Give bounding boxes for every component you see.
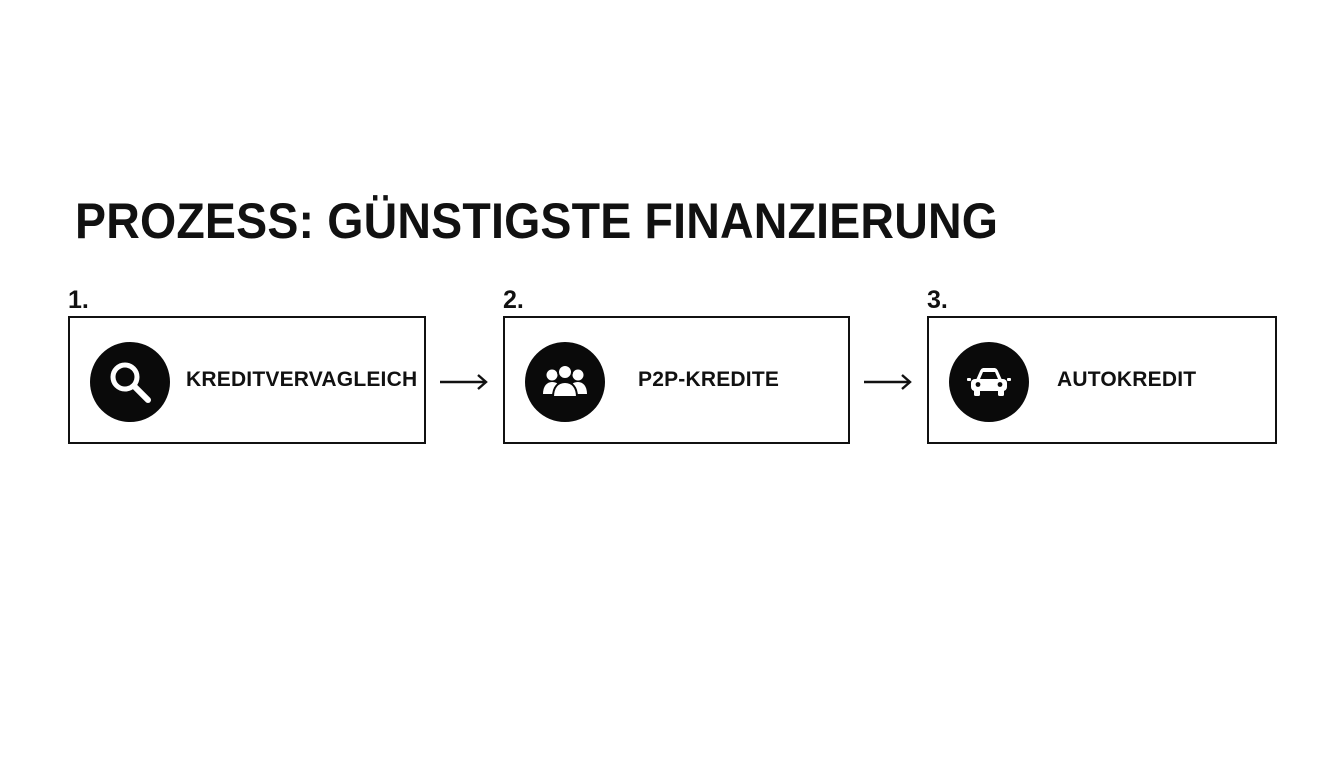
step-number-2: 2. [503,286,524,314]
step-number-1: 1. [68,286,89,314]
people-group-icon [525,342,605,422]
step-label-1: KREDITVERVAGLEICH [186,368,418,391]
step-label-2: P2P-KREDITE [638,368,780,391]
step-number-3: 3. [927,286,948,314]
step-box-1: KREDITVERVAGLEICH [68,316,426,444]
search-icon [90,342,170,422]
arrow-right-icon [864,374,912,390]
arrow-right-icon [440,374,488,390]
car-icon [949,342,1029,422]
step-box-3: AUTOKREDIT [927,316,1277,444]
step-box-2: P2P-KREDITE [503,316,850,444]
diagram-title: PROZESS: GÜNSTIGSTE FINANZIERUNG [75,193,999,249]
step-label-3: AUTOKREDIT [1057,368,1197,391]
